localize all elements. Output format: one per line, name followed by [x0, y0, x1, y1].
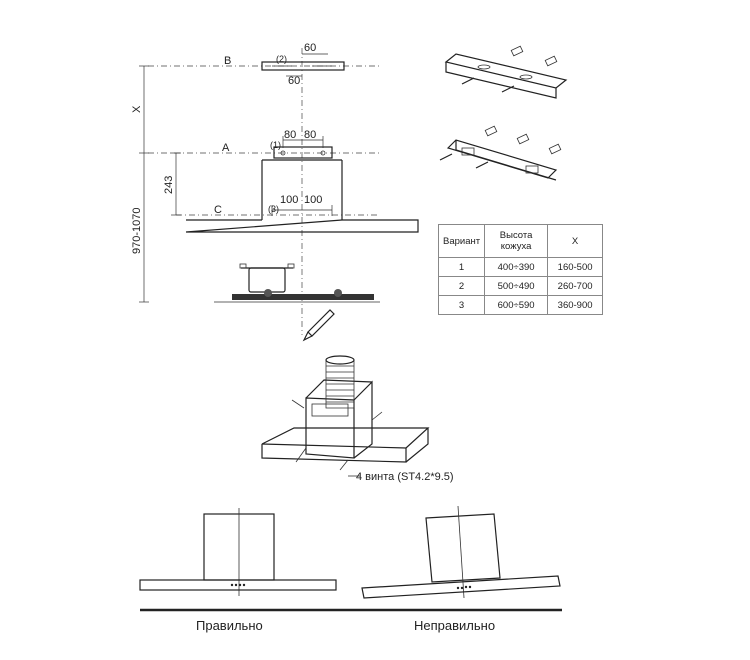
table-cell: 1 [437, 257, 486, 277]
dim-970-1070-label: 970-1070 [131, 208, 143, 255]
dim-60-top-label: 60 [304, 42, 316, 54]
bracket-bottom-illustration [439, 125, 562, 181]
dim-80-right-label: 80 [304, 129, 316, 141]
line-b-label: B [224, 55, 231, 67]
line-c-label: C [214, 204, 222, 216]
table-row: 3 600÷590 360-900 [437, 295, 604, 315]
dim-x-label: X [131, 105, 143, 113]
table-header-cell: X [547, 224, 604, 258]
table-cell: 500÷490 [484, 276, 549, 296]
table-cell: 360-900 [547, 295, 604, 315]
elevation-view: B A C X 243 970-1070 60 60 80 80 100 100… [131, 42, 419, 342]
table-header-cell: Вариант [437, 224, 486, 258]
table-row: 1 400÷390 160-500 [437, 257, 604, 277]
dim-243-label: 243 [163, 176, 175, 194]
table-cell: 160-500 [547, 257, 604, 277]
pencil-icon [302, 309, 335, 342]
screw-note: 4 винта (ST4.2*9.5) [356, 471, 454, 483]
table-cell: 600÷590 [484, 295, 549, 315]
pot-icon [239, 263, 295, 293]
marker-1-label: (1) [270, 140, 281, 150]
incorrect-install [361, 505, 561, 599]
marker-3-label: (3) [268, 204, 279, 214]
dim-100-left-label: 100 [280, 194, 298, 206]
variants-table: Вариант Высота кожуха X 1 400÷390 160-50… [437, 224, 604, 315]
table-row: 2 500÷490 260-700 [437, 276, 604, 296]
table-header-cell: Высота кожуха [484, 224, 549, 258]
table-cell: 3 [437, 295, 486, 315]
caption-incorrect: Неправильно [414, 618, 496, 633]
cooktop-icon [214, 289, 380, 303]
hood-isometric: 4 винта (ST4.2*9.5) [261, 355, 454, 483]
dim-100-right-label: 100 [304, 194, 322, 206]
caption-correct: Правильно [196, 618, 263, 633]
duct-icon [325, 355, 355, 409]
line-a-label: A [222, 142, 230, 154]
dim-80-left-label: 80 [284, 129, 296, 141]
bracket-top-illustration [444, 45, 568, 99]
table-cell: 2 [437, 276, 486, 296]
table-header-row: Вариант Высота кожуха X [437, 224, 604, 258]
table-cell: 400÷390 [484, 257, 549, 277]
dim-60-bottom-label: 60 [288, 75, 300, 87]
marker-2-label: (2) [276, 54, 287, 64]
table-cell: 260-700 [547, 276, 604, 296]
correct-install [139, 508, 337, 596]
